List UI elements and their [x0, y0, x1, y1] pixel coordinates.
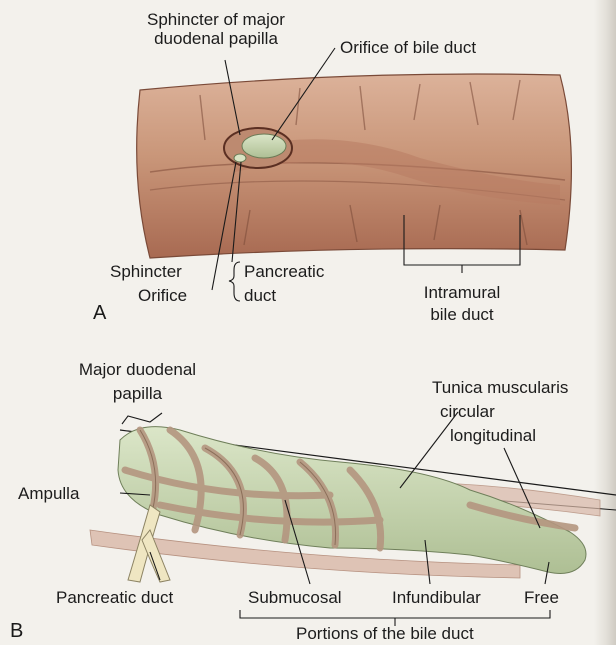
label-longitudinal: longitudinal: [450, 426, 536, 445]
label-orifice-bile-duct: Orifice of bile duct: [340, 38, 476, 57]
label-orifice: Orifice: [138, 286, 187, 305]
pancreatic-orifice-shape: [234, 154, 246, 162]
label-intramural-line2: bile duct: [402, 305, 522, 324]
label-sphincter: Sphincter: [110, 262, 182, 281]
panel-letter-b: B: [10, 620, 23, 643]
label-intramural-line1: Intramural: [402, 283, 522, 302]
label-pancreatic-duct-line1: Pancreatic: [244, 262, 324, 281]
panel-b-illustration: [90, 427, 616, 582]
label-tunica-muscularis: Tunica muscularis: [432, 378, 568, 397]
label-pancreatic-duct-line2: duct: [244, 286, 276, 305]
label-pancreatic-duct: Pancreatic duct: [56, 588, 173, 607]
label-circular: circular: [440, 402, 495, 421]
label-infundibular: Infundibular: [392, 588, 481, 607]
panel-a-illustration: [137, 74, 572, 258]
label-submucosal: Submucosal: [248, 588, 342, 607]
label-ampulla: Ampulla: [18, 484, 79, 503]
label-major-duodenal-papilla-line2: papilla: [55, 384, 220, 403]
label-sphincter-major-papilla: Sphincter of major duodenal papilla: [115, 10, 317, 48]
label-free: Free: [524, 588, 559, 607]
panel-letter-a: A: [93, 302, 106, 325]
bile-duct-orifice-shape: [242, 134, 286, 158]
label-portions-of-bile-duct: Portions of the bile duct: [296, 624, 474, 643]
label-major-duodenal-papilla-line1: Major duodenal: [55, 360, 220, 379]
